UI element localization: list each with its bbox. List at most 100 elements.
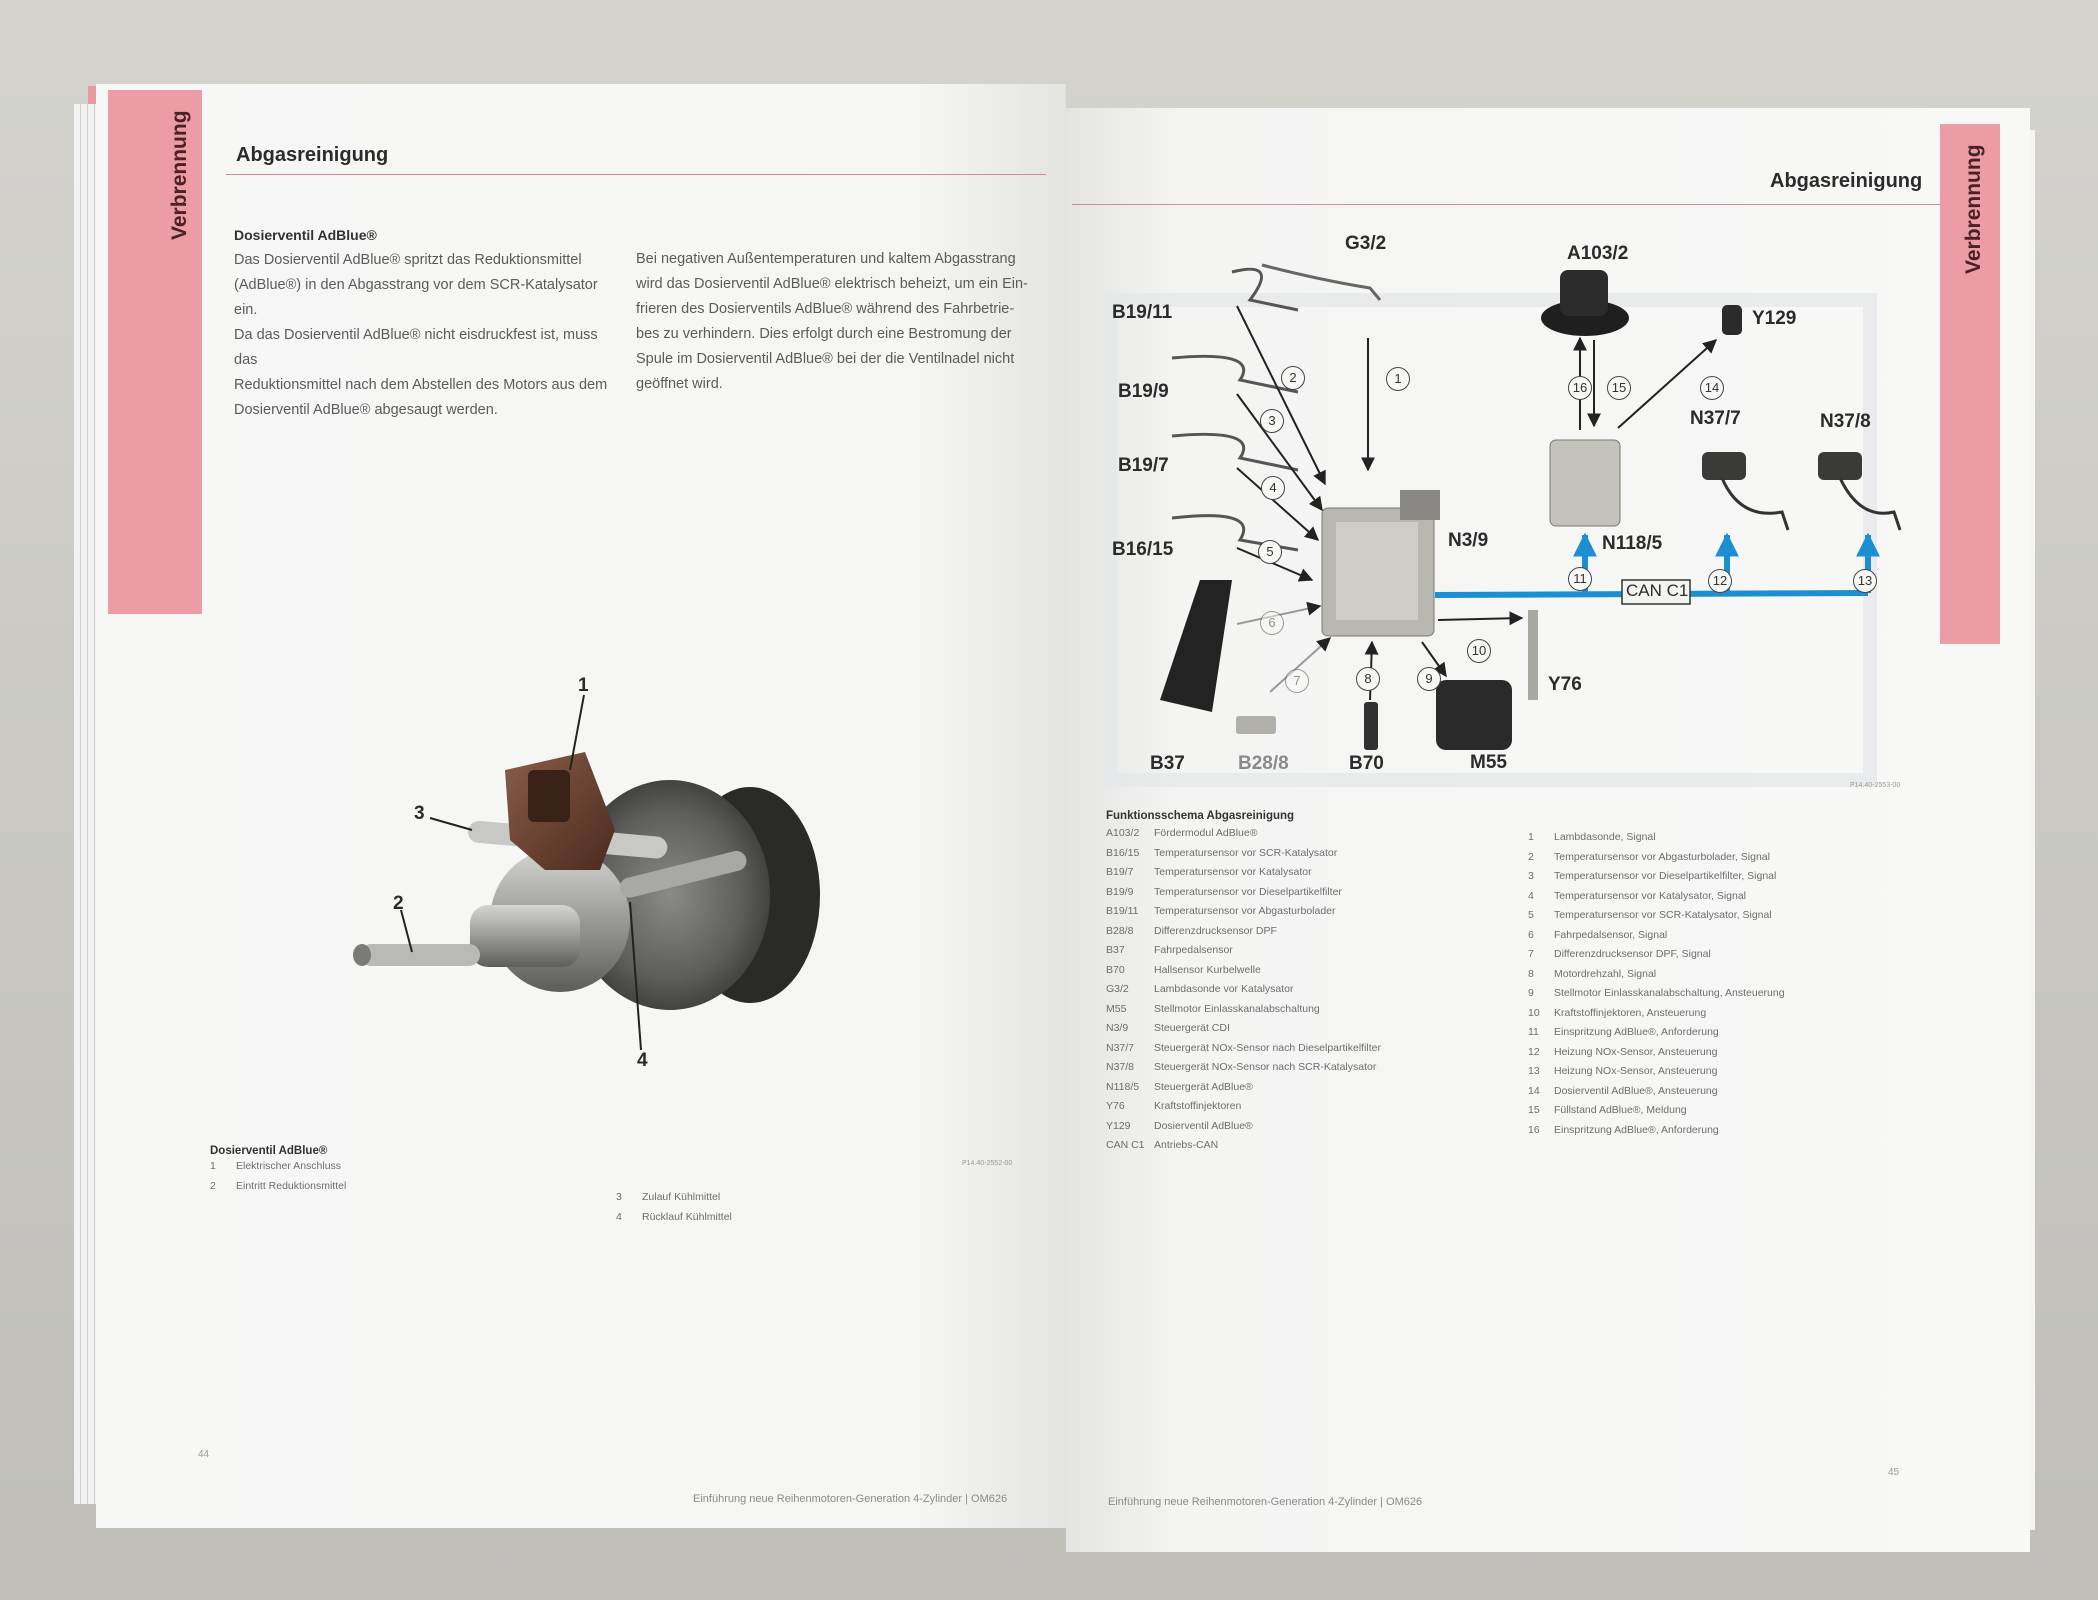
label-n37-8: N37/8: [1820, 411, 1871, 432]
label-b28-8: B28/8: [1238, 753, 1289, 774]
legend-key: 7: [1528, 948, 1534, 960]
legend-text: Fördermodul AdBlue®: [1154, 827, 1258, 839]
legend-item: B19/11 Temperatursensor vor Abgasturbolad…: [1106, 902, 1381, 922]
circled-number-6: 6: [1260, 611, 1284, 635]
left-image-code: P14.40-2552-00: [962, 1160, 1013, 1167]
label-m55: M55: [1470, 752, 1507, 773]
legend-text: Temperatursensor vor SCR-Katalysator, Si…: [1554, 909, 1772, 921]
label-b19-7: B19/7: [1118, 455, 1169, 476]
legend-item: B19/9 Temperatursensor vor Dieselpartikel…: [1106, 883, 1381, 903]
legend-item: 16 Einspritzung AdBlue®, Anforderung: [1528, 1121, 1785, 1141]
circled-number-2: 2: [1281, 366, 1305, 390]
legend-key: B37: [1106, 944, 1125, 956]
legend-key: B19/9: [1106, 885, 1134, 898]
n37-7-sensor: [1702, 452, 1746, 480]
right-page-number: 45: [1888, 1467, 1900, 1478]
coolant-return-pipe: [619, 850, 747, 898]
label-y76: Y76: [1548, 674, 1582, 695]
legend-key: B28/8: [1106, 924, 1134, 937]
b70-sensor: [1364, 702, 1378, 750]
legend-text: Temperatursensor vor Abgasturbolader: [1154, 905, 1336, 917]
legend-text: Temperatursensor vor Dieselpartikelfilte…: [1154, 885, 1342, 898]
legend-key: 1: [1528, 831, 1534, 843]
b37-pedal: [1160, 580, 1232, 712]
legend-key: CAN C1: [1106, 1139, 1145, 1151]
legend-key: 14: [1528, 1084, 1540, 1097]
legend-item: B37 Fahrpedalsensor: [1106, 941, 1381, 961]
reductant-inlet-pipe: [360, 944, 480, 966]
legend-text: Temperatursensor vor SCR-Katalysator: [1154, 846, 1338, 859]
n37-8-sensor: [1818, 452, 1862, 480]
legend-key: N3/9: [1106, 1022, 1129, 1034]
legend-text: Dosierventil AdBlue®, Ansteuerung: [1554, 1084, 1718, 1097]
left-text-column-2: Bei negativen Außentemperaturen und kalt…: [636, 251, 1028, 392]
legend-key: B19/11: [1106, 905, 1139, 917]
callout-4: 4: [637, 1050, 648, 1071]
b19-9-sensor: [1171, 354, 1299, 394]
legend-text: Differenzdrucksensor DPF, Signal: [1554, 948, 1711, 960]
label-n118-5: N118/5: [1602, 533, 1663, 554]
m55-actuator: [1436, 680, 1512, 750]
left-heading-rule: [226, 174, 1046, 175]
circled-number-7: 7: [1285, 669, 1309, 693]
legend-item: N3/9 Steuergerät CDI: [1106, 1019, 1381, 1039]
legend-text: Steuergerät CDI: [1154, 1022, 1230, 1034]
circled-number-14: 14: [1700, 376, 1724, 400]
legend-key: 9: [1528, 987, 1534, 999]
circled-number-4: 4: [1261, 476, 1285, 500]
legend-item: B28/8 Differenzdrucksensor DPF: [1106, 922, 1381, 942]
y129-valve: [1722, 305, 1742, 335]
circled-number-1: 1: [1386, 367, 1410, 391]
legend-item: 7 Differenzdrucksensor DPF, Signal: [1528, 945, 1785, 965]
left-section-tab: Verbrennung: [108, 90, 202, 614]
legend-text: Temperatursensor vor Abgasturbolader, Si…: [1554, 850, 1770, 863]
right-footer: Einführung neue Reihenmotoren-Generation…: [1108, 1496, 1423, 1508]
legend-key: 16: [1528, 1123, 1540, 1136]
legend-text: Füllstand AdBlue®, Meldung: [1554, 1104, 1687, 1116]
legend-item: 14 Dosierventil AdBlue®, Ansteuerung: [1528, 1082, 1785, 1102]
callout-3: 3: [414, 803, 425, 824]
b19-7-sensor: [1171, 432, 1299, 472]
legend-text: Einspritzung AdBlue®, Anforderung: [1554, 1026, 1719, 1038]
circled-number-5: 5: [1258, 540, 1282, 564]
legend-text: Lambdasonde vor Katalysator: [1154, 983, 1294, 995]
legend-text: Temperatursensor vor Katalysator: [1154, 866, 1312, 878]
left-page-heading: Abgasreinigung: [236, 144, 389, 166]
y76-injector: [1528, 610, 1538, 700]
b19-11-sensor: [1231, 267, 1299, 312]
legend-text: Fahrpedalsensor: [1154, 944, 1233, 956]
legend-text: Einspritzung AdBlue®, Anforderung: [1554, 1123, 1719, 1136]
legend-text: Kraftstoffinjektoren, Ansteuerung: [1554, 1006, 1707, 1019]
label-b19-9: B19/9: [1118, 381, 1169, 402]
legend-text: Differenzdrucksensor DPF: [1154, 924, 1277, 937]
b16-15-sensor: [1171, 514, 1299, 552]
legend-key: B70: [1106, 963, 1125, 976]
legend-text: Dosierventil AdBlue®: [1154, 1119, 1253, 1132]
right-section-tab: Verbrennung: [1940, 124, 2000, 644]
legend-text: Motordrehzahl, Signal: [1554, 967, 1657, 980]
circled-number-12: 12: [1708, 569, 1732, 593]
right-heading-rule: [1072, 204, 1940, 205]
legend-key: 4: [1528, 889, 1534, 902]
callout-2: 2: [393, 893, 404, 914]
left-subheading: Dosierventil AdBlue®: [234, 227, 377, 243]
